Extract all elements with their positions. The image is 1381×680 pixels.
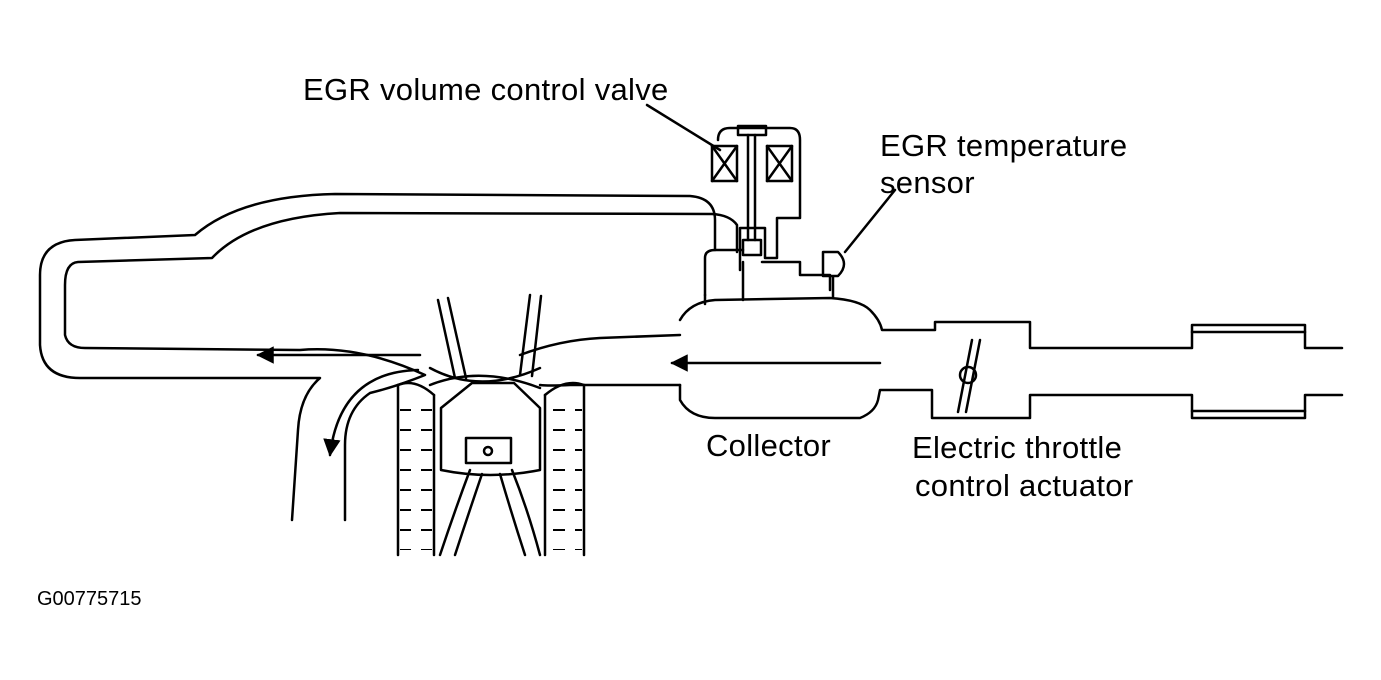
valve-seat — [741, 238, 763, 257]
intake-valve-stem — [518, 293, 532, 377]
egr-volume-control-valve-label: EGR volume control valve — [303, 72, 669, 107]
collector-label: Collector — [706, 428, 832, 463]
figure-id: G00775715 — [37, 588, 142, 610]
intake-valve-stem-2 — [530, 294, 543, 378]
solenoid-coil-right — [765, 144, 794, 183]
egr-valve-body — [716, 126, 802, 272]
solenoid-coil-left — [710, 144, 739, 183]
valve-plunger-head — [736, 124, 768, 137]
jacket-top-left — [396, 381, 436, 397]
egr-passage-inner — [63, 211, 739, 522]
connecting-rod — [438, 468, 542, 557]
cylinder-wall-right — [543, 383, 586, 557]
egr-temperature-sensor-label-line1: EGR temperature — [880, 128, 1128, 163]
piston — [439, 381, 542, 477]
egr-valve-housing — [703, 248, 717, 297]
jacket-top-right — [543, 381, 586, 397]
exhaust-valve-stem — [436, 298, 457, 380]
electric-throttle-label-line1: Electric throttle — [912, 430, 1123, 465]
valve-heads — [428, 366, 542, 390]
egr-temp-sensor — [821, 250, 846, 278]
electric-throttle-label-line2: control actuator — [915, 468, 1134, 503]
throttle-plate — [956, 338, 982, 414]
cylinder-wall-left — [396, 383, 436, 557]
piston-pin-box — [464, 436, 513, 465]
collector — [678, 296, 1344, 350]
exhaust-flow-arrow — [323, 368, 420, 457]
throttle-shaft — [958, 365, 978, 385]
intake-port-upper — [518, 333, 682, 357]
egr-passage-outer — [38, 192, 745, 522]
exhaust-valve-stem-2 — [446, 296, 468, 380]
collector-bottom — [678, 383, 1344, 420]
egr-temperature-sensor-label-line2: sensor — [880, 165, 975, 200]
intake-port-lower — [538, 383, 682, 387]
piston-pin — [482, 445, 494, 457]
